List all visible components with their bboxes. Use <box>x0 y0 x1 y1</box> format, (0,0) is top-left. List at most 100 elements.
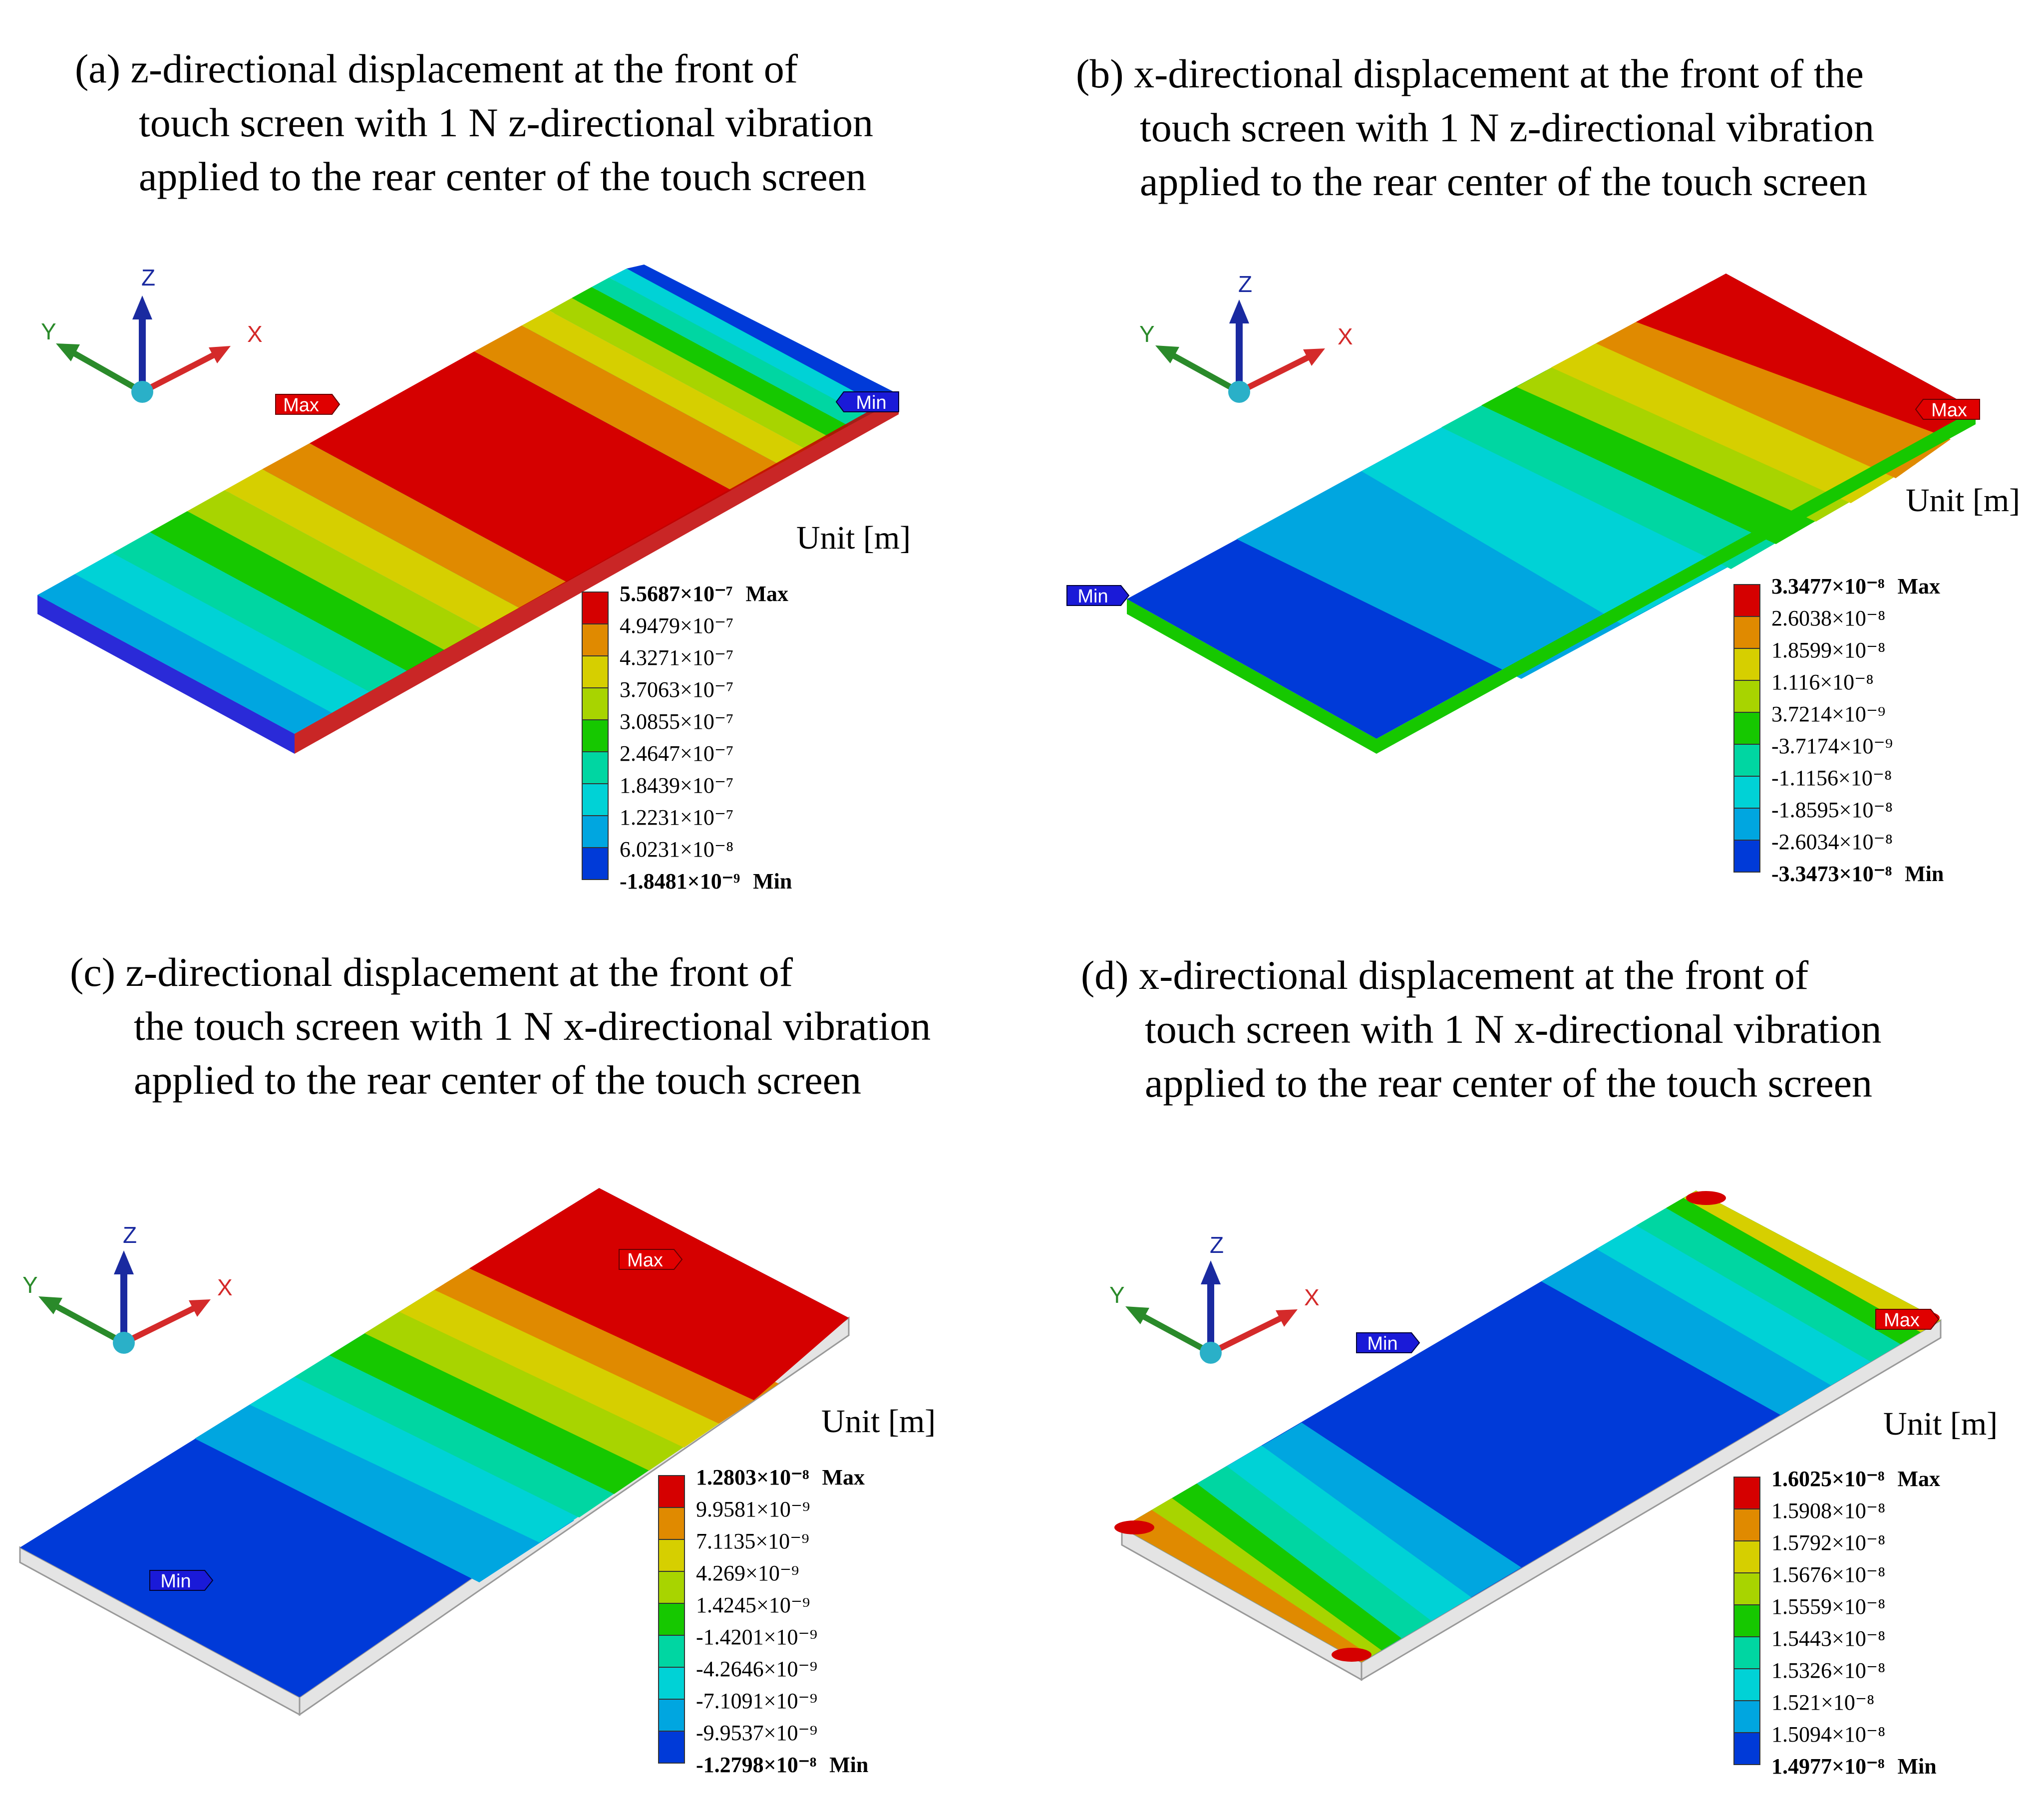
legend-b-item-7: -1.8595×10⁻⁸ <box>1771 798 1893 822</box>
panel-b: (b) x-directional displacement at the fr… <box>1022 0 2044 904</box>
legend-c-item-8: -9.9537×10⁻⁹ <box>696 1721 818 1745</box>
x-axis-head <box>189 1299 211 1317</box>
x-axis-head <box>1303 348 1325 366</box>
max-marker-a: Max <box>275 394 341 416</box>
max-marker-c: Max <box>619 1249 683 1271</box>
axis-triad-a: Z X Y <box>41 265 263 403</box>
max-marker-label-b: Max <box>1931 400 1967 421</box>
legend-b-item-5: -3.7174×10⁻⁹ <box>1771 734 1893 758</box>
origin-ball <box>113 1332 135 1354</box>
caption-c-line-1: (c) z-directional displacement at the fr… <box>70 949 793 995</box>
min-marker-label-c: Min <box>160 1571 191 1592</box>
unit-label-c: Unit [m] <box>821 1403 936 1440</box>
caption-c: (c) z-directional displacement at the fr… <box>70 945 931 1107</box>
legend-d-item-7: 1.521×10⁻⁸ <box>1771 1690 1875 1715</box>
z-axis-label: Z <box>123 1222 137 1248</box>
x-axis-arrow <box>1238 351 1316 395</box>
legend-a-item-7: 1.2231×10⁻⁷ <box>620 805 734 830</box>
plot-b: Z X Y Max Min <box>1066 271 1980 754</box>
panel-c: (c) z-directional displacement at the fr… <box>0 904 1022 1807</box>
panel-d: (d) x-directional displacement at the fr… <box>1022 904 2044 1807</box>
min-marker-d: Min <box>1356 1332 1420 1354</box>
min-marker-c: Min <box>149 1570 214 1592</box>
legend-a-item-2: 4.3271×10⁻⁷ <box>620 645 734 670</box>
legend-a-item-4: 3.0855×10⁻⁷ <box>620 709 734 734</box>
z-axis-label: Z <box>1238 271 1252 297</box>
legend-a-item-6: 1.8439×10⁻⁷ <box>620 773 734 798</box>
legend-c-item-4: 1.4245×10⁻⁹ <box>696 1593 810 1617</box>
plot-d: Z X Y Max <box>1109 1191 1942 1681</box>
z-axis-head <box>114 1250 134 1274</box>
plate-b <box>1127 274 1976 754</box>
y-axis-label: Y <box>22 1272 38 1298</box>
legend-b-item-1: 2.6038×10⁻⁸ <box>1771 606 1886 630</box>
caption-b-line-1: (b) x-directional displacement at the fr… <box>1076 51 1864 96</box>
legend-a-item-8: 6.0231×10⁻⁸ <box>620 837 734 862</box>
z-axis-head <box>1201 1260 1221 1284</box>
unit-label-d: Unit [m] <box>1883 1406 1998 1442</box>
caption-d-line-2: touch screen with 1 N x-directional vibr… <box>1145 1006 1882 1052</box>
plot-a: Z X Y Max <box>37 265 899 754</box>
unit-label-b: Unit [m] <box>1906 482 2021 519</box>
legend-b-item-6: -1.1156×10⁻⁸ <box>1771 766 1892 790</box>
legend-d-item-5: 1.5443×10⁻⁸ <box>1771 1626 1886 1651</box>
max-marker-b: Max <box>1915 399 1980 421</box>
min-marker-label-a: Min <box>856 392 886 413</box>
max-marker-d: Max <box>1875 1309 1940 1331</box>
caption-c-line-3: applied to the rear center of the touch … <box>134 1057 862 1103</box>
y-axis-head <box>38 1296 62 1314</box>
axis-triad-c: Z X Y <box>22 1222 233 1354</box>
plate-c <box>19 1188 850 1716</box>
x-axis-arrow <box>1209 1312 1288 1356</box>
x-axis-arrow <box>122 1302 201 1346</box>
y-axis-label: Y <box>1109 1282 1125 1308</box>
min-marker-label-b: Min <box>1077 586 1108 607</box>
min-marker-b: Min <box>1066 585 1130 607</box>
max-marker-label-d: Max <box>1884 1310 1920 1331</box>
legend-c-min-tag: Min <box>829 1753 869 1777</box>
y-axis-arrow <box>1165 349 1241 395</box>
plate-a <box>37 265 899 754</box>
caption-b-line-3: applied to the rear center of the touch … <box>1140 159 1868 204</box>
legend-c-item-7: -7.1091×10⁻⁹ <box>696 1689 818 1713</box>
legend-b-item-8: -2.6034×10⁻⁸ <box>1771 830 1893 854</box>
legend-c-max-tag: Max <box>822 1465 865 1490</box>
caption-a-line-1: (a) z-directional displacement at the fr… <box>75 46 798 91</box>
caption-d: (d) x-directional displacement at the fr… <box>1081 948 1882 1110</box>
axis-triad-b: Z X Y <box>1139 271 1353 403</box>
legend-c-item-1: 9.9581×10⁻⁹ <box>696 1497 810 1521</box>
y-axis-head <box>1155 345 1179 363</box>
x-axis-head <box>1276 1309 1298 1327</box>
unit-label-a: Unit [m] <box>796 520 911 556</box>
x-axis-arrow <box>141 349 221 395</box>
axis-triad-d: Z X Y <box>1109 1232 1320 1364</box>
caption-a-line-3: applied to the rear center of the touch … <box>139 154 867 199</box>
plot-c: Z X Y Max Min <box>19 1188 850 1716</box>
x-axis-head <box>209 346 231 363</box>
legend-c-item-6: -4.2646×10⁻⁹ <box>696 1657 818 1681</box>
x-axis-label: X <box>1304 1284 1320 1310</box>
x-axis-label: X <box>247 321 263 347</box>
legend-a-min-tag: Min <box>753 869 792 894</box>
caption-a-line-2: touch screen with 1 N z-directional vibr… <box>139 100 873 145</box>
y-axis-label: Y <box>1139 321 1155 347</box>
x-axis-label: X <box>1338 323 1353 349</box>
z-axis-head <box>1229 300 1249 323</box>
legend-d-item-4: 1.5559×10⁻⁸ <box>1771 1594 1886 1619</box>
legend-d-item-3: 1.5676×10⁻⁸ <box>1771 1562 1886 1587</box>
legend-a-item-1: 4.9479×10⁻⁷ <box>620 613 734 638</box>
legend-d-item-2: 1.5792×10⁻⁸ <box>1771 1530 1886 1555</box>
legend-a-item-3: 3.7063×10⁻⁷ <box>620 677 734 702</box>
y-axis-head <box>1125 1306 1149 1324</box>
caption-a: (a) z-directional displacement at the fr… <box>75 42 873 204</box>
z-axis-head <box>132 296 152 319</box>
caption-d-line-1: (d) x-directional displacement at the fr… <box>1081 952 1809 998</box>
z-axis-label: Z <box>141 265 155 291</box>
y-axis-arrow <box>48 1300 125 1346</box>
